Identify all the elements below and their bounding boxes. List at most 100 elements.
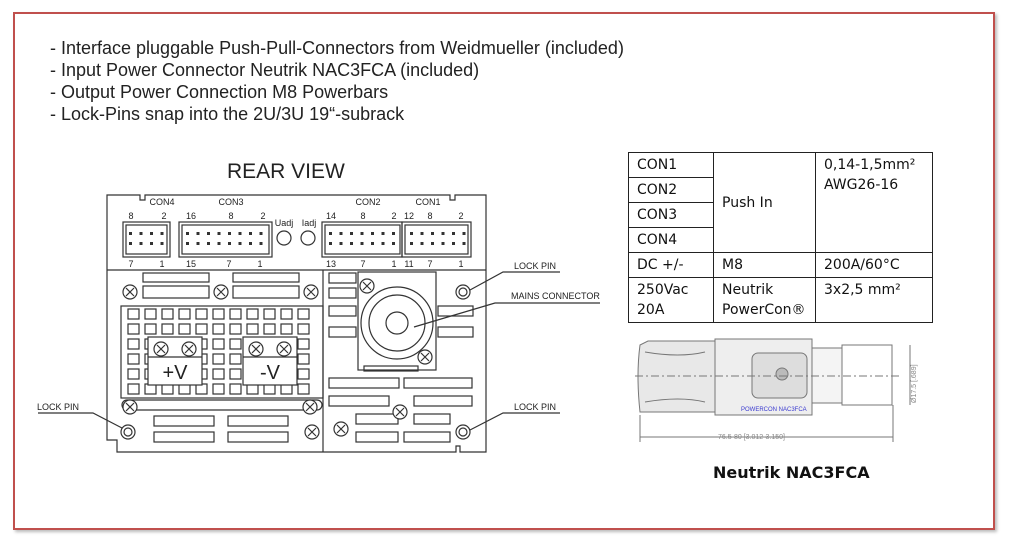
vent-slot (229, 383, 242, 395)
lock-pin-callout: LOCK PIN (514, 402, 556, 412)
vent-slot (229, 368, 242, 380)
pin-number: 8 (228, 211, 233, 221)
vent-slot (229, 308, 242, 320)
pin-dot (139, 232, 143, 235)
lock-pin-callout: LOCK PIN (37, 402, 79, 412)
pin-number: 14 (326, 211, 336, 221)
vent-slot (144, 308, 157, 320)
screw-icon (122, 284, 138, 300)
vent-slot (297, 323, 310, 335)
connector-spec-table: CON1 Push In 0,14-1,5mm² AWG26-16 CON2 C… (628, 152, 933, 323)
pin-dot (186, 242, 189, 245)
pin-dot (207, 242, 210, 245)
vent-slot (212, 368, 225, 380)
vent-slot (178, 323, 191, 335)
bullet-item: - Output Power Connection M8 Powerbars (50, 82, 389, 102)
vent-slot (229, 323, 242, 335)
screw-icon (153, 341, 169, 357)
vent-grid (120, 305, 324, 399)
vent-slot (161, 323, 174, 335)
mains-connector-callout: MAINS CONNECTOR (511, 291, 600, 301)
pin-number: 15 (186, 259, 196, 269)
pin-dot (339, 232, 343, 235)
pin-number: 1 (257, 259, 262, 269)
pin-number: 16 (186, 211, 196, 221)
vent-slot (195, 323, 208, 335)
con4-label: CON4 (149, 197, 174, 207)
pin-number: 1 (159, 259, 164, 269)
pin-dot (462, 232, 466, 235)
pin-dot (350, 232, 353, 235)
bullet-item: - Lock-Pins snap into the 2U/3U 19“-subr… (50, 104, 405, 124)
vent-slot (144, 323, 157, 335)
pin-dot (228, 232, 231, 235)
connector-caption: Neutrik NAC3FCA (713, 463, 870, 482)
pin-number: 7 (226, 259, 231, 269)
pin-dot (329, 232, 332, 235)
vent-slot (127, 323, 140, 335)
minus-v-label: -V (260, 362, 281, 384)
pin-dot (160, 242, 164, 245)
pin-dot (350, 242, 353, 245)
pin-number: 2 (260, 211, 265, 221)
pin-number: 1 (391, 259, 396, 269)
pin-number: 7 (128, 259, 133, 269)
table-row: CON2 (628, 177, 933, 203)
pin-dot (360, 242, 364, 245)
pin-number: 8 (427, 211, 432, 221)
con2-label: CON2 (355, 197, 380, 207)
vent-slot (246, 323, 259, 335)
vent-slot (246, 308, 259, 320)
pin-dot (431, 242, 434, 245)
pin-dot (129, 232, 132, 235)
bullet-item: - Interface pluggable Push-Pull-Connecto… (50, 38, 624, 58)
pin-number: 12 (404, 211, 414, 221)
con3-header (178, 221, 273, 258)
pin-dot (139, 242, 143, 245)
pin-dot (360, 232, 364, 235)
vent-slot (195, 308, 208, 320)
pin-dot (371, 242, 374, 245)
screw-icon (392, 404, 408, 420)
vent-slot (280, 308, 293, 320)
pin-dot (249, 242, 252, 245)
table-row: CON3 (628, 202, 933, 228)
pin-dot (238, 232, 242, 235)
pin-dot (452, 242, 455, 245)
table-cell: Neutrik PowerCon® (713, 277, 816, 323)
pin-dot (217, 232, 221, 235)
vent-slot (178, 308, 191, 320)
table-row: DC +/- M8 200A/60°C (628, 252, 933, 278)
enclosure-outline (106, 194, 487, 453)
pin-dot (228, 242, 231, 245)
pin-dot (196, 242, 200, 245)
pin-dot (371, 232, 374, 235)
pin-dot (249, 232, 252, 235)
iadj-potentiometer (300, 230, 316, 246)
pin-dot (217, 242, 221, 245)
pin-dot (196, 232, 200, 235)
pin-dot (410, 232, 413, 235)
con4-header (122, 221, 171, 258)
pin-dot (420, 232, 424, 235)
vent-slot (212, 323, 225, 335)
diameter-dimension: Ø17.5 [.689] (911, 364, 918, 403)
iadj-label: Iadj (302, 218, 317, 228)
screw-icon (359, 278, 375, 294)
table-cell: Push In (713, 152, 816, 253)
uadj-label: Uadj (275, 218, 294, 228)
con1-label: CON1 (415, 197, 440, 207)
powercon-brand-text: POWERCON NAC3FCA (741, 407, 807, 413)
vent-slot (127, 338, 140, 350)
vent-slot (263, 323, 276, 335)
pin-dot (381, 242, 385, 245)
pin-dot (441, 242, 445, 245)
rear-view-title: REAR VIEW (227, 160, 345, 183)
screw-icon (181, 341, 197, 357)
pin-number: 7 (427, 259, 432, 269)
feature-list: - Interface pluggable Push-Pull-Connecto… (50, 37, 624, 125)
pin-dot (186, 232, 189, 235)
pin-dot (431, 232, 434, 235)
screw-icon (417, 349, 433, 365)
